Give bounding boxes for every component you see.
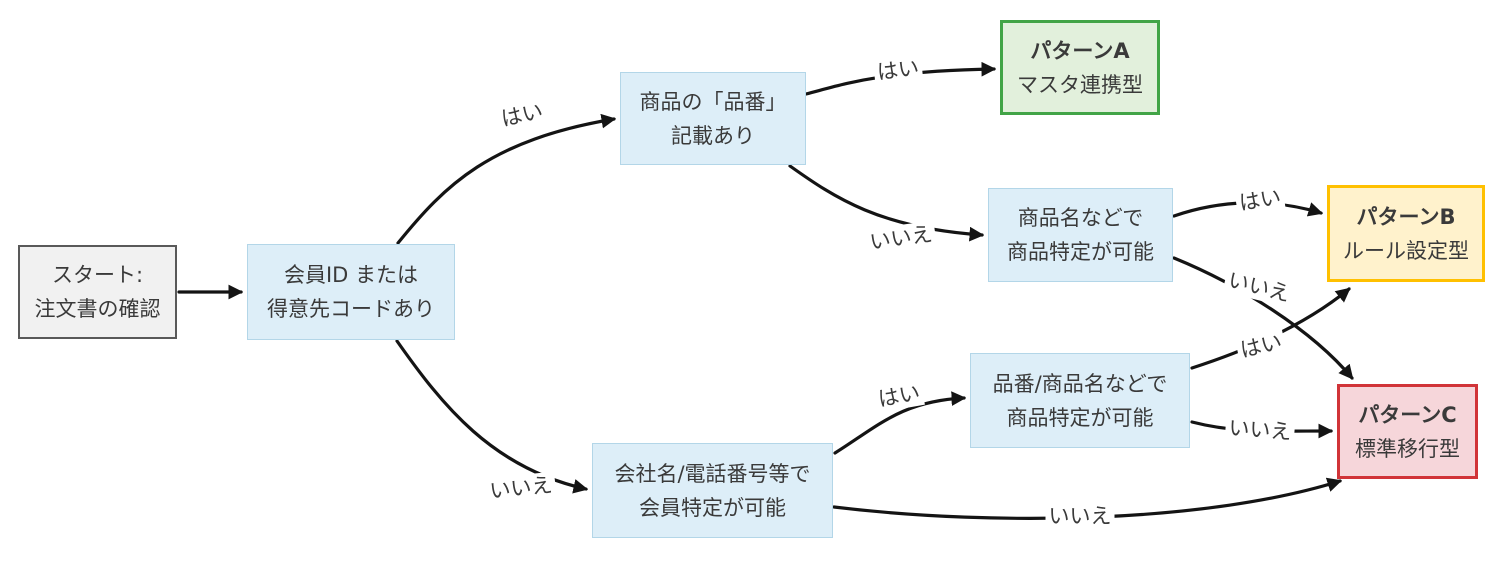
- pattern-a-subtitle: マスタ連携型: [1017, 72, 1143, 97]
- product-name-check-line1: 商品名などで: [1017, 206, 1144, 230]
- member-id-check-line1: 会員ID または: [283, 263, 419, 287]
- edge-label-company-to-pattern-c: いいえ: [1045, 503, 1115, 529]
- arrow-member-to-company: [395, 339, 589, 494]
- item-or-product-name-check-node: 品番/商品名などで 商品特定が可能: [970, 353, 1190, 448]
- pattern-b-node: パターンB ルール設定型: [1327, 185, 1485, 282]
- product-name-check-line2: 商品特定が可能: [1007, 240, 1154, 264]
- start-node-line1: スタート:: [51, 263, 144, 287]
- company-check-line1: 会社名/電話番号等で: [614, 461, 811, 486]
- arrow-product-name-to-pattern-c: [1172, 256, 1354, 380]
- pattern-c-title: パターンC: [1358, 402, 1457, 427]
- item-number-check-line2: 記載あり: [671, 123, 755, 148]
- start-node-line2: 注文書の確認: [34, 297, 161, 321]
- pattern-b-title: パターンB: [1356, 204, 1456, 229]
- arrow-item-number-to-pattern-a: [804, 61, 997, 96]
- member-id-check-node: 会員ID または 得意先コードあり: [247, 244, 455, 340]
- product-name-check-node: 商品名などで 商品特定が可能: [988, 188, 1173, 282]
- start-node: スタート: 注文書の確認: [18, 245, 177, 339]
- item-or-product-name-check-line1: 品番/商品名などで: [992, 371, 1168, 396]
- pattern-a-node: パターンA マスタ連携型: [1000, 20, 1160, 115]
- pattern-a-title: パターンA: [1030, 38, 1130, 63]
- pattern-b-subtitle: ルール設定型: [1343, 238, 1469, 263]
- company-check-line2: 会員特定が可能: [639, 495, 786, 520]
- pattern-c-node: パターンC 標準移行型: [1337, 384, 1478, 479]
- edge-label-item-or-product-name-to-pattern-c: いいえ: [1224, 414, 1296, 446]
- company-check-node: 会社名/電話番号等で 会員特定が可能: [592, 443, 833, 538]
- member-id-check-line2: 得意先コードあり: [267, 297, 435, 321]
- pattern-c-subtitle: 標準移行型: [1355, 436, 1460, 461]
- arrow-item-number-to-product-name: [788, 164, 985, 242]
- item-or-product-name-check-line2: 商品特定が可能: [1006, 405, 1154, 430]
- arrow-company-to-item-or-product-name: [833, 391, 967, 455]
- item-number-check-node: 商品の「品番」 記載あり: [620, 72, 806, 165]
- item-number-check-line1: 商品の「品番」: [639, 89, 787, 114]
- arrow-member-to-item-number: [396, 113, 617, 245]
